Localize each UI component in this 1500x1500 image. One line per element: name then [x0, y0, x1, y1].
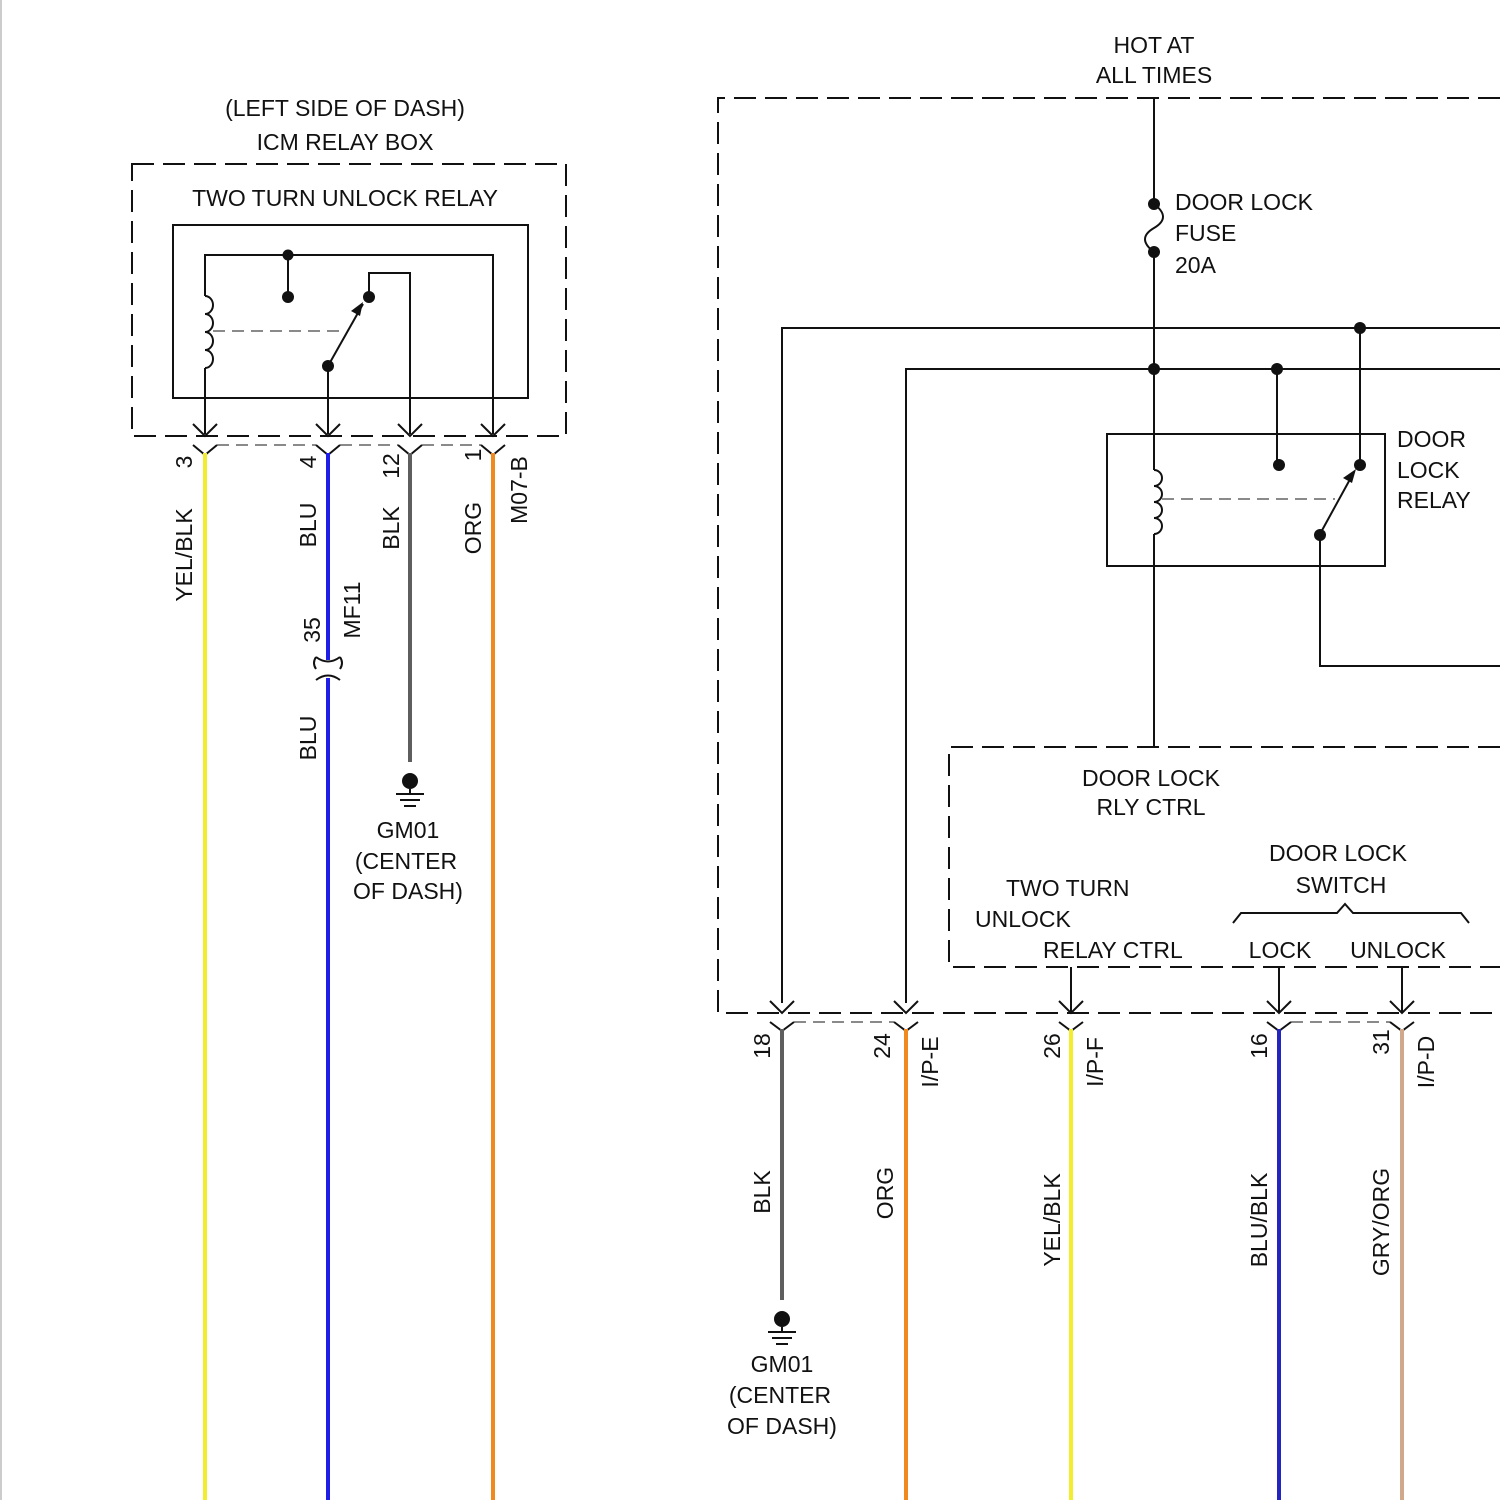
- pin-16-label: 16: [1246, 1033, 1272, 1059]
- ground-icon: [774, 1311, 790, 1327]
- door-lock-rly-ctrl-label-1: DOOR LOCK: [1082, 765, 1221, 791]
- unlock-terminal-label: UNLOCK: [1350, 937, 1447, 963]
- ground-gm01-desc-1: (CENTER: [355, 848, 457, 874]
- wire-label-org: ORG: [460, 502, 486, 554]
- two-turn-unlock-relay-label: TWO TURN UNLOCK RELAY: [192, 185, 498, 211]
- wire-label-org-right: ORG: [872, 1167, 898, 1219]
- wire-label-blu-after-mf11: BLU: [295, 716, 321, 761]
- connector-m07b-label: M07-B: [506, 456, 532, 524]
- two-turn-ctrl-label-3: RELAY CTRL: [1043, 937, 1183, 963]
- door-lock-relay-label-3: RELAY: [1397, 487, 1471, 513]
- mf11-connector-label: MF11: [339, 581, 365, 638]
- pin-26-label: 26: [1039, 1033, 1065, 1059]
- door-lock-relay-coil-icon: [1154, 470, 1162, 534]
- ground-gm01-desc-2: OF DASH): [353, 878, 463, 904]
- two-turn-unlock-relay: [173, 225, 528, 434]
- lock-terminal-label: LOCK: [1249, 937, 1312, 963]
- ground-gm01-right-desc-2: OF DASH): [727, 1413, 837, 1439]
- relay-contact-nc: [282, 291, 294, 303]
- door-lock-switch-label-1: DOOR LOCK: [1269, 840, 1408, 866]
- pin-31-label: 31: [1368, 1029, 1394, 1055]
- door-lock-relay-switch-icon: [1320, 472, 1354, 534]
- wire-label-blk: BLK: [378, 506, 404, 550]
- connector-ip-d-label: I/P-D: [1413, 1036, 1439, 1088]
- pin-24-label: 24: [869, 1033, 895, 1059]
- icm-location-label: (LEFT SIDE OF DASH): [225, 95, 465, 121]
- door-lock-relay-label-1: DOOR: [1397, 426, 1466, 452]
- wire-label-blu-blk: BLU/BLK: [1246, 1172, 1272, 1267]
- ground-gm01-id: GM01: [377, 817, 440, 843]
- pin-18-label: 18: [749, 1033, 775, 1059]
- pin-4-label: 4: [295, 455, 321, 468]
- door-lock-fuse-icon: [1145, 198, 1163, 258]
- mf11-pin-label: 35: [299, 617, 325, 643]
- ground-gm01-right-desc-1: (CENTER: [729, 1382, 831, 1408]
- hot-at-label: HOT AT: [1114, 32, 1195, 58]
- door-lock-module: HOT AT ALL TIMES DOOR LOCK FUSE 20A: [718, 32, 1500, 1500]
- control-unit-outline: [949, 747, 1500, 967]
- pin-1-label: 1: [460, 449, 486, 462]
- all-times-label: ALL TIMES: [1096, 62, 1212, 88]
- pin-3-label: 3: [171, 456, 197, 469]
- pin-12-label: 12: [378, 453, 404, 479]
- wire-label-yel-blk: YEL/BLK: [171, 508, 197, 602]
- ground-gm01-left: GM01 (CENTER OF DASH): [353, 773, 463, 904]
- two-turn-ctrl-label-1: TWO TURN: [1006, 875, 1130, 901]
- icm-box-title: ICM RELAY BOX: [257, 129, 434, 155]
- connector-ip-e-label: I/P-E: [917, 1036, 943, 1087]
- connector-ip-f-label: I/P-F: [1082, 1037, 1108, 1087]
- ground-gm01-right-id: GM01: [751, 1351, 814, 1377]
- ground-icon: [402, 773, 418, 789]
- switch-brace-icon: [1233, 904, 1469, 923]
- wire-label-blk-right: BLK: [749, 1170, 775, 1214]
- door-lock-switch-label-2: SWITCH: [1296, 872, 1387, 898]
- icm-relay-box: (LEFT SIDE OF DASH) ICM RELAY BOX TWO TU…: [132, 95, 566, 1500]
- wire-label-gry-org: GRY/ORG: [1368, 1168, 1394, 1276]
- wire-label-yel-blk-right: YEL/BLK: [1039, 1173, 1065, 1267]
- door-lock-rly-ctrl-label-2: RLY CTRL: [1096, 794, 1205, 820]
- inline-connector-mf11-icon: 35 MF11: [299, 581, 365, 680]
- fuse-rating-label: 20A: [1175, 252, 1217, 278]
- two-turn-ctrl-label-2: UNLOCK: [975, 906, 1072, 932]
- wire-label-blu: BLU: [295, 503, 321, 548]
- fuse-label-1: DOOR LOCK: [1175, 189, 1314, 215]
- ground-gm01-right: GM01 (CENTER OF DASH): [727, 1311, 837, 1439]
- door-lock-relay-label-2: LOCK: [1397, 457, 1460, 483]
- relay-coil-icon: [205, 296, 213, 368]
- fuse-label-2: FUSE: [1175, 220, 1236, 246]
